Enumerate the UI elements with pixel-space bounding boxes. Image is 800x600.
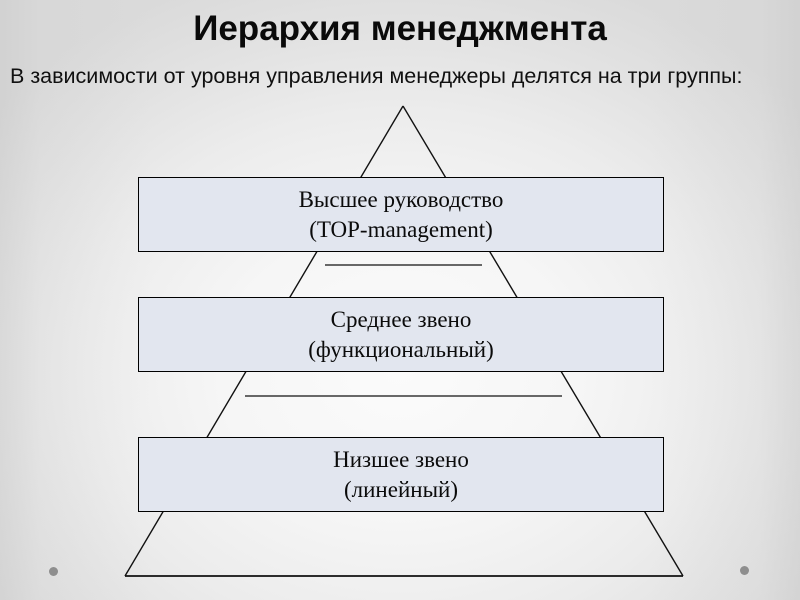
decorative-dot-right [740, 566, 749, 575]
slide-subtitle: В зависимости от уровня управления менед… [10, 64, 743, 88]
pyramid-level-middle[interactable]: Среднее звено (функциональный) [138, 297, 664, 372]
pyramid-level-lower-line1: Низшее звено [333, 446, 469, 472]
page-title: Иерархия менеджмента [193, 9, 607, 48]
pyramid-level-lower[interactable]: Низшее звено (линейный) [138, 437, 664, 512]
pyramid-level-top-line2: (TOP-management) [309, 216, 493, 242]
pyramid-level-lower-line2: (линейный) [343, 476, 458, 502]
pyramid-level-middle-line2: (функциональный) [308, 336, 494, 362]
pyramid-level-top-line1: Высшее руководство [298, 186, 504, 212]
pyramid-level-top[interactable]: Высшее руководство (TOP-management) [138, 177, 664, 252]
pyramid-level-middle-line1: Среднее звено [330, 306, 472, 332]
decorative-dot-left [49, 567, 58, 576]
